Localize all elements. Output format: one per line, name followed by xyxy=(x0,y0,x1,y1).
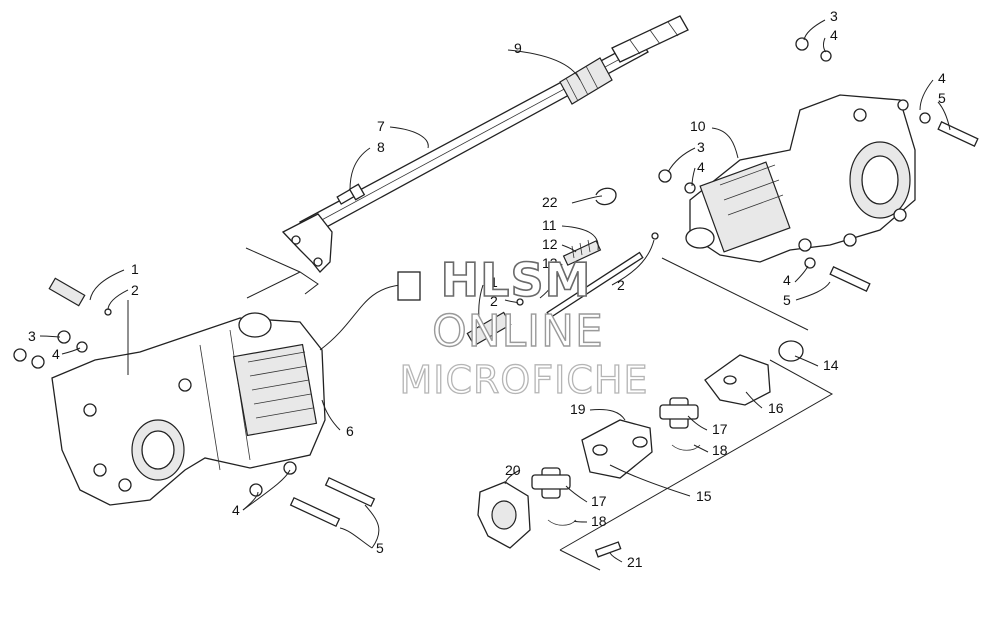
watermark-line-3: MICROFICHE xyxy=(399,358,648,402)
callout-16: 16 xyxy=(768,400,784,416)
callout-17: 17 xyxy=(712,421,728,437)
callout-11: 11 xyxy=(542,217,557,233)
front-gearcase-assembly xyxy=(13,271,421,528)
rear-gearcase-assembly xyxy=(658,37,979,292)
callout-5: 5 xyxy=(783,292,791,308)
callout-10: 10 xyxy=(690,118,706,134)
callout-18: 18 xyxy=(712,442,728,458)
callout-5: 5 xyxy=(376,540,384,556)
callout-1: 1 xyxy=(131,261,139,277)
callout-8: 8 xyxy=(377,139,385,155)
leader-lines xyxy=(39,19,951,571)
callout-12: 12 xyxy=(542,236,558,252)
callout-20: 20 xyxy=(505,462,521,478)
callout-6: 6 xyxy=(346,423,354,439)
callout-22: 22 xyxy=(542,194,558,210)
callout-3: 3 xyxy=(830,8,838,24)
callout-3: 3 xyxy=(28,328,36,344)
callout-4: 4 xyxy=(697,159,705,175)
callout-21: 21 xyxy=(627,554,643,570)
callout-15: 15 xyxy=(696,488,712,504)
callout-2: 2 xyxy=(131,282,139,298)
propeller-shaft-components xyxy=(477,340,804,558)
callout-labels: 1 2 3 4 4 5 6 7 8 9 10 3 4 3 4 4 5 4 5 2… xyxy=(28,8,946,570)
callout-19: 19 xyxy=(570,401,586,417)
callout-4: 4 xyxy=(52,346,60,362)
callout-4: 4 xyxy=(783,272,791,288)
callout-3: 3 xyxy=(697,139,705,155)
watermark-line-1: HLSM xyxy=(441,253,592,307)
callout-4: 4 xyxy=(232,502,240,518)
callout-1: 1 xyxy=(490,274,498,290)
callout-7: 7 xyxy=(377,118,385,134)
callout-5: 5 xyxy=(938,90,946,106)
callout-18: 18 xyxy=(591,513,607,529)
callout-4: 4 xyxy=(830,27,838,43)
callout-17: 17 xyxy=(591,493,607,509)
watermark: HLSM ONLINE MICROFICHE xyxy=(399,252,648,402)
callout-4: 4 xyxy=(938,70,946,86)
shift-rod-parts xyxy=(466,187,659,347)
callout-2: 2 xyxy=(490,293,498,309)
callout-14: 14 xyxy=(823,357,839,373)
front-drive-shaft xyxy=(281,15,689,273)
watermark-line-2: ONLINE xyxy=(432,306,604,357)
callout-9: 9 xyxy=(514,40,522,56)
callout-2: 2 xyxy=(617,277,625,293)
callout-13: 13 xyxy=(542,255,558,271)
